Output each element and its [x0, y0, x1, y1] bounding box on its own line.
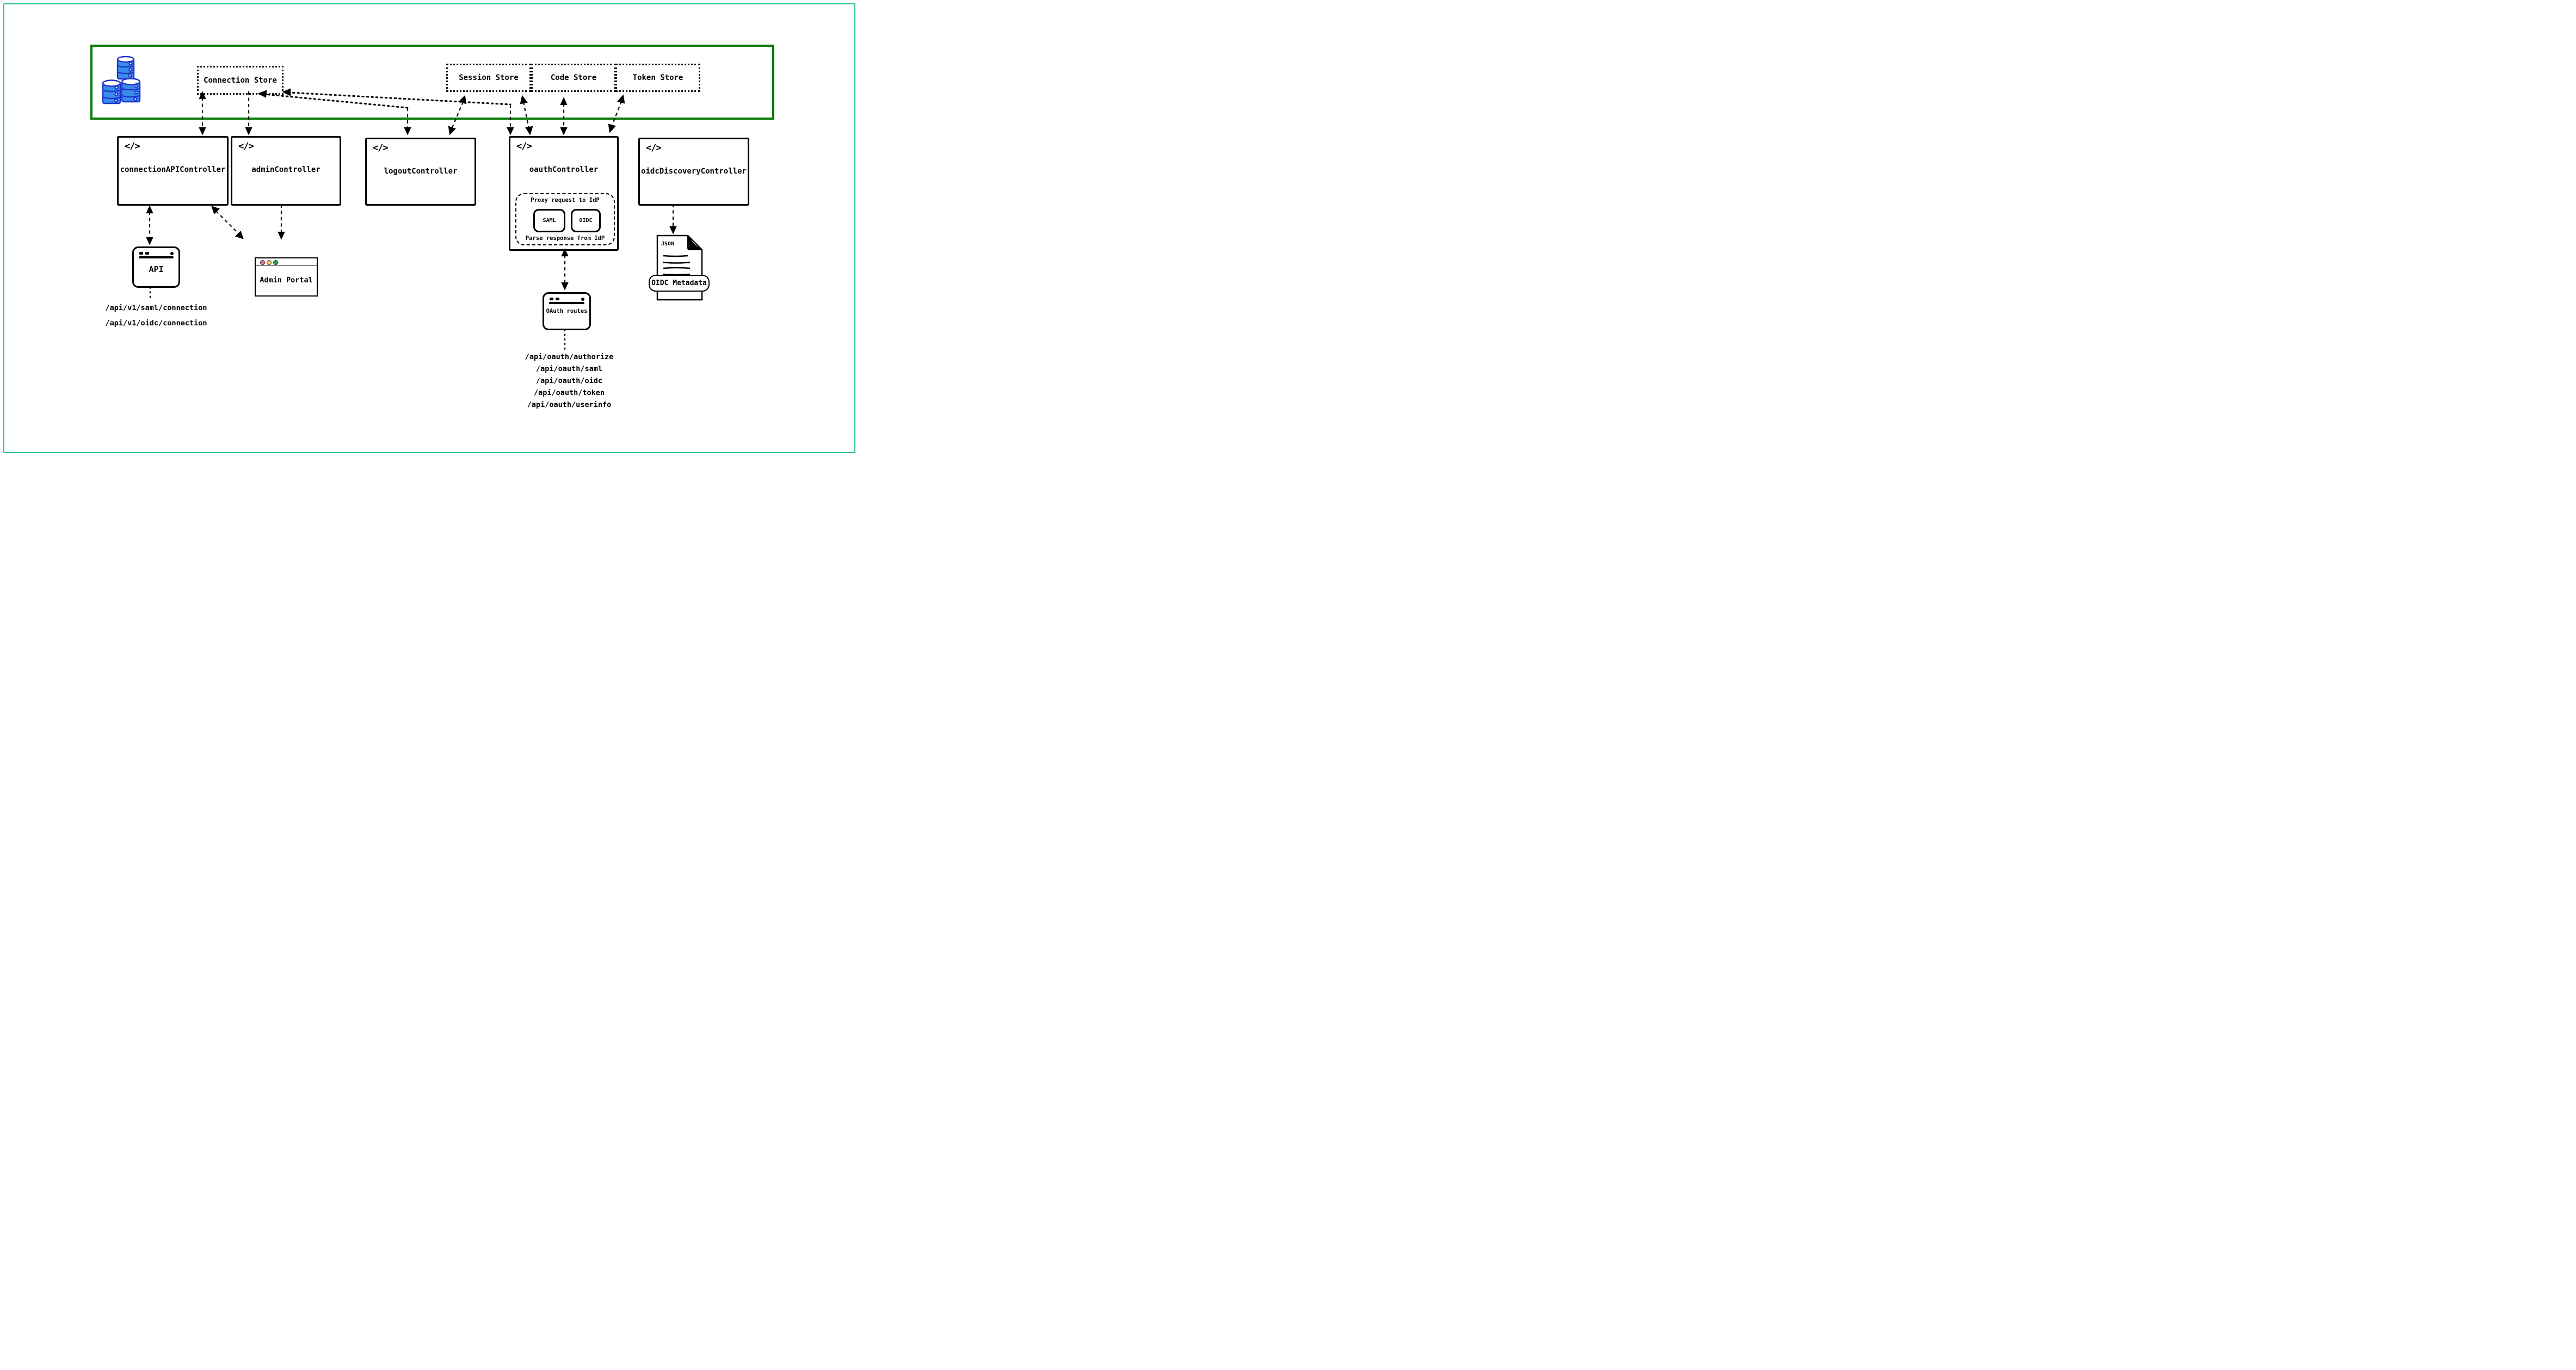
logout-controller: </> logoutController [365, 138, 476, 206]
code-store-label: Code Store [550, 73, 597, 82]
maximize-traffic-light-icon [273, 260, 278, 265]
admin-portal-window: Admin Portal [255, 257, 318, 297]
endpoint-text: /api/oauth/userinfo [527, 400, 612, 409]
oauth-controller: </> oauthController Proxy request to IdP… [509, 136, 619, 251]
token-store-label: Token Store [632, 73, 683, 82]
admin-portal-label: Admin Portal [260, 276, 313, 285]
oidc-protocol-box: OIDC [571, 209, 601, 232]
architecture-diagram: Connection Store Session Store Code Stor… [0, 0, 859, 456]
window-tab-icon [556, 298, 559, 300]
token-store: Token Store [615, 64, 700, 92]
window-toolbar-icon [139, 256, 174, 258]
window-tab-icon [145, 252, 149, 255]
json-doc-text: JSON [661, 241, 674, 247]
endpoint-text: /api/oauth/oidc [536, 377, 602, 385]
oauth-controller-label: oauthController [529, 165, 599, 174]
idp-parse-footer: Parse response from IdP [525, 235, 605, 242]
arrow-oidcdiscovery-metadata [669, 204, 677, 234]
code-icon: </> [238, 141, 254, 152]
connection-store: Connection Store [197, 66, 284, 95]
connection-store-label: Connection Store [204, 76, 277, 85]
oauth-routes-browser-icon: OAuth routes [543, 292, 591, 330]
close-traffic-light-icon [260, 260, 265, 265]
admin-controller: </> adminController [231, 136, 341, 206]
window-tab-icon [139, 252, 143, 255]
json-type-label: JSON [661, 241, 674, 247]
endpoint-text: /api/oauth/token [533, 388, 605, 397]
code-icon: </> [373, 143, 389, 153]
endpoint-text: /api/v1/oidc/connection [105, 319, 207, 328]
connection-api-controller-label: connectionAPIController [120, 165, 226, 174]
oidc-metadata-banner: OIDC Metadata [649, 275, 710, 292]
code-store: Code Store [531, 64, 616, 92]
idp-proxy-title: Proxy request to IdP [531, 197, 600, 203]
endpoint-text: /api/oauth/authorize [525, 353, 614, 361]
window-button-icon [581, 298, 584, 301]
endpoint-text: /api/v1/saml/connection [105, 304, 207, 312]
oidc-discovery-controller-label: oidcDiscoveryController [641, 167, 747, 176]
window-toolbar-icon [549, 302, 584, 304]
endpoint-text: /api/oauth/saml [536, 365, 602, 373]
arrow-connectionapi-api [146, 205, 153, 245]
connection-api-controller: </> connectionAPIController [117, 136, 229, 206]
oauth-routes-label: OAuth routes [546, 308, 588, 314]
window-tab-icon [550, 298, 553, 300]
session-store: Session Store [446, 64, 531, 92]
api-browser-icon: API [132, 246, 180, 288]
api-label: API [149, 264, 164, 274]
code-icon: </> [516, 141, 532, 152]
oidc-discovery-controller: </> oidcDiscoveryController [638, 138, 749, 206]
code-icon: </> [125, 141, 140, 152]
arrow-oauthcontroller-oauthroutes [561, 248, 569, 291]
session-store-label: Session Store [459, 73, 519, 82]
window-titlebar [256, 258, 317, 266]
database-icon [102, 55, 141, 104]
arrow-connectionapi-adminportal [211, 206, 244, 239]
window-button-icon [170, 252, 174, 255]
arrow-admincontroller-adminportal [278, 205, 285, 240]
code-icon: </> [646, 143, 662, 153]
saml-label: SAML [543, 218, 556, 224]
saml-protocol-box: SAML [533, 209, 565, 232]
minimize-traffic-light-icon [267, 260, 272, 265]
oidc-metadata-label: OIDC Metadata [651, 279, 707, 287]
logout-controller-label: logoutController [384, 167, 458, 176]
oidc-label: OIDC [579, 218, 593, 224]
admin-controller-label: adminController [251, 165, 321, 174]
idp-proxy-group: Proxy request to IdP SAML OIDC Parse res… [515, 193, 615, 245]
